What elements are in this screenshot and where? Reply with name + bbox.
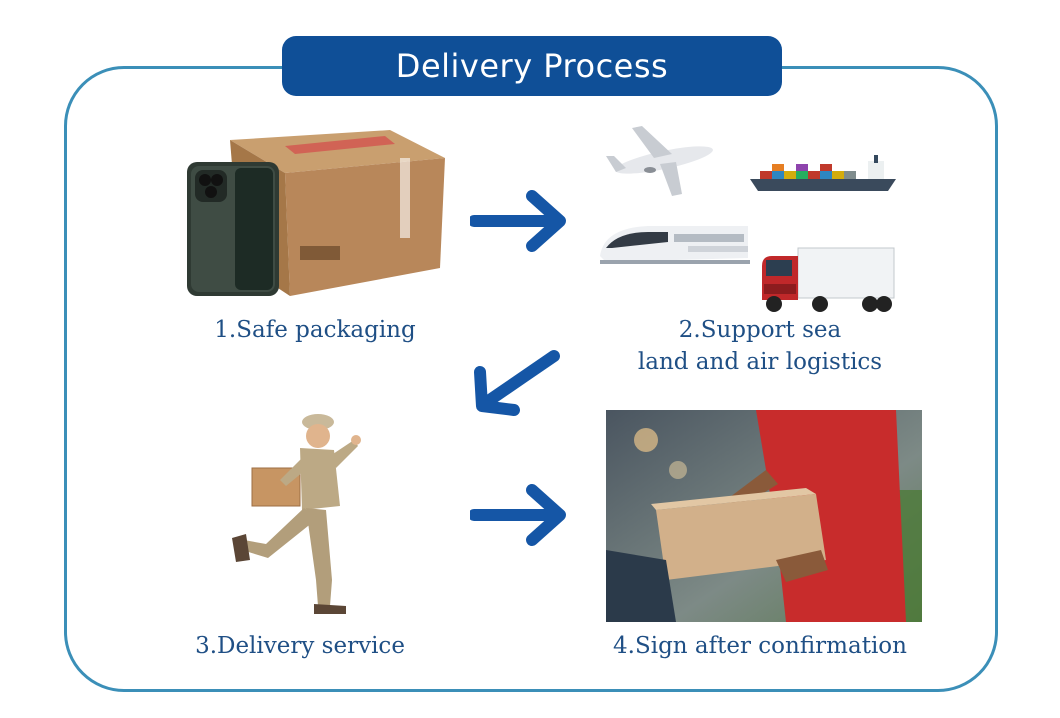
step-2-label: 2.Support sea land and air logistics (610, 314, 910, 378)
smartphone (187, 162, 279, 296)
arrow-down-left (474, 350, 560, 416)
cargo-ship-icon (750, 155, 896, 191)
phone-and-box-image (187, 130, 445, 296)
package-handover-image (606, 410, 922, 622)
step-3-label: 3.Delivery service (195, 633, 405, 659)
truck-icon (762, 247, 895, 312)
title-banner: Delivery Process (282, 36, 782, 96)
arrow-right-2 (470, 484, 566, 546)
courier-running-image (232, 414, 361, 614)
step-2-label-line1: 2.Support sea (678, 317, 842, 343)
arrow-right-1 (470, 190, 566, 252)
step-1-label: 1.Safe packaging (214, 317, 416, 343)
step-4-label: 4.Sign after confirmation (613, 633, 907, 659)
step-2-label-line2: land and air logistics (637, 349, 883, 375)
airplane-icon (606, 126, 713, 196)
page-title: Delivery Process (395, 47, 669, 85)
train-icon (600, 226, 750, 264)
